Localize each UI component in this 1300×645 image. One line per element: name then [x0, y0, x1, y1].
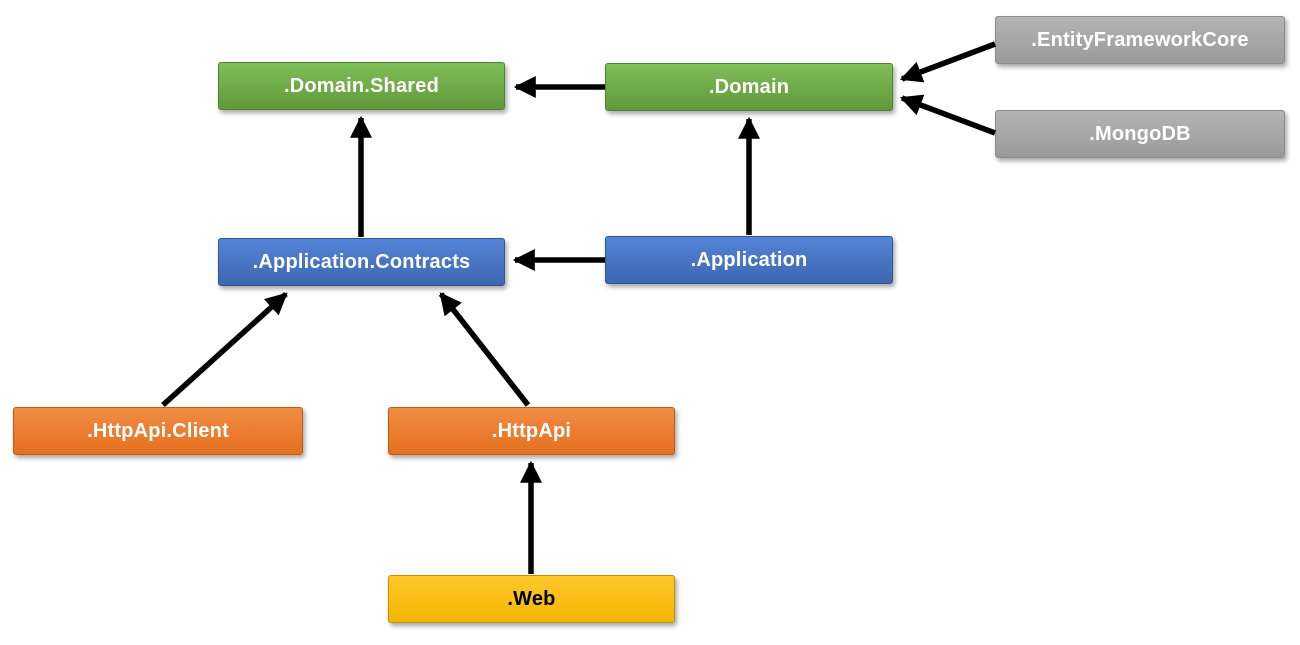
- node-web: .Web: [388, 575, 675, 623]
- node-web-label: .Web: [507, 587, 556, 610]
- node-domain: .Domain: [605, 63, 893, 111]
- node-mongodb-label: .MongoDB: [1089, 122, 1191, 145]
- node-httpapi-client: .HttpApi.Client: [13, 407, 303, 455]
- node-domain-shared: .Domain.Shared: [218, 62, 505, 110]
- arrow-httpapi-to-app-contracts: [438, 292, 531, 407]
- node-httpapi: .HttpApi: [388, 407, 675, 455]
- node-application-label: .Application: [690, 248, 808, 271]
- node-entity-framework-core: .EntityFrameworkCore: [995, 16, 1285, 64]
- node-application: .Application: [605, 236, 893, 284]
- node-application-contracts: .Application.Contracts: [218, 238, 505, 286]
- arrow-mongodb-to-domain: [899, 94, 996, 136]
- node-httpapi-label: .HttpApi: [491, 419, 572, 442]
- node-domain-label: .Domain: [708, 75, 790, 98]
- node-application-contracts-label: .Application.Contracts: [252, 250, 471, 273]
- node-mongodb: .MongoDB: [995, 110, 1285, 158]
- node-httpapi-client-label: .HttpApi.Client: [87, 419, 229, 442]
- arrow-httpapi-client-to-app-contracts: [161, 291, 288, 408]
- node-domain-shared-label: .Domain.Shared: [283, 74, 440, 97]
- arrow-efcore-to-domain: [899, 41, 996, 83]
- node-entity-framework-core-label: .EntityFrameworkCore: [1031, 28, 1249, 51]
